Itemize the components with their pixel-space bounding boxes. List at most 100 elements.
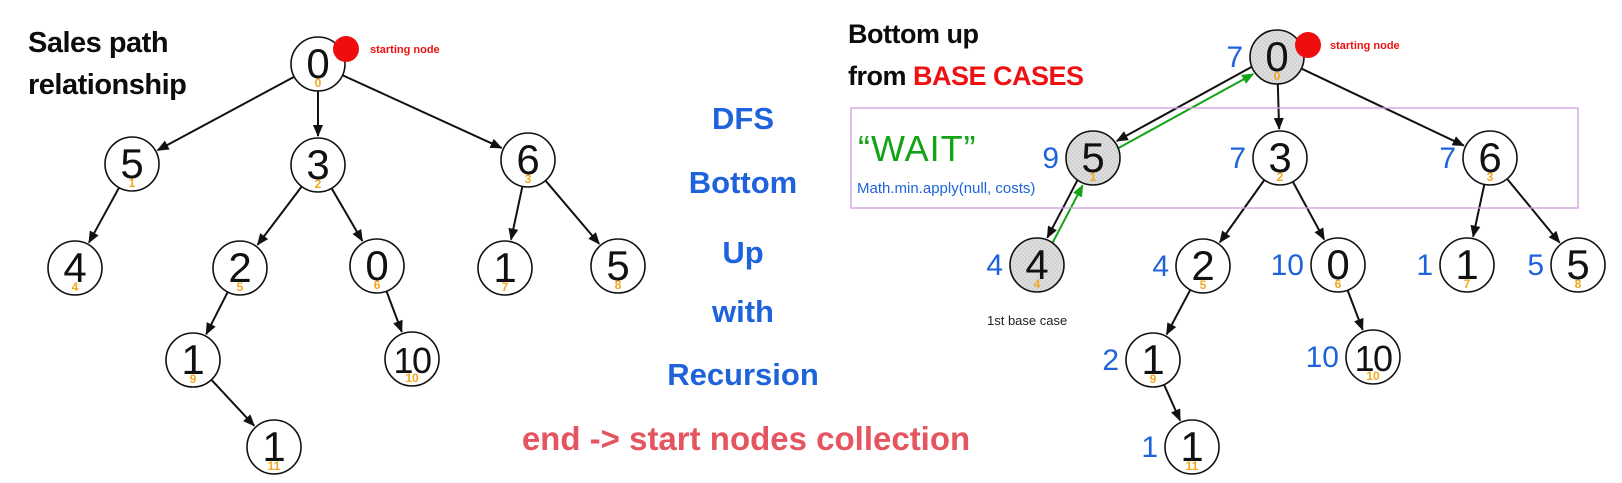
tree-edge (1346, 289, 1364, 331)
node-id: 0 (315, 76, 322, 90)
tree-edge (1046, 179, 1079, 239)
node-value: 1 (493, 244, 516, 291)
node-value: 10 (1354, 338, 1392, 379)
right-starting-node-dot-icon (1295, 32, 1321, 58)
tree-edge (210, 379, 255, 427)
node-id: 2 (1277, 170, 1284, 184)
center-line-with: with (711, 294, 774, 329)
tree-node-circle (290, 36, 346, 92)
node-value: 5 (120, 140, 143, 187)
node-id: 0 (1274, 69, 1281, 83)
node-id: 11 (268, 459, 281, 473)
node-value: 2 (1191, 242, 1214, 289)
tree-node-circle (500, 132, 556, 188)
tree-edge (330, 187, 364, 242)
green-back-edge (1117, 73, 1255, 149)
node-id: 11 (1186, 459, 1199, 473)
node-cost: 2 (1102, 344, 1119, 377)
node-cost: 4 (1152, 250, 1169, 283)
node-id: 9 (1150, 372, 1157, 386)
node-id: 8 (1575, 277, 1582, 291)
node-id: 8 (615, 278, 622, 292)
center-line-dfs: DFS (712, 101, 774, 136)
node-value: 1 (262, 423, 285, 470)
tree-node-circle (290, 137, 346, 193)
code-label: Math.min.apply(null, costs) (857, 180, 1035, 197)
node-value: 2 (228, 244, 251, 291)
node-cost: 10 (1271, 249, 1304, 282)
node-value: 0 (306, 40, 329, 87)
tree-edge (1300, 67, 1465, 147)
tree-node-circle (1164, 419, 1220, 475)
tree-edge (1470, 184, 1486, 238)
node-id: 3 (1487, 170, 1494, 184)
center-line-up: Up (722, 235, 763, 270)
right-title-line1: Bottom up (848, 19, 978, 49)
center-line-bottom: Bottom (689, 165, 797, 200)
node-cost: 9 (1042, 142, 1059, 175)
node-id: 10 (1366, 369, 1380, 383)
node-value: 5 (1081, 134, 1104, 181)
node-id: 4 (72, 280, 79, 294)
right-title-line2: from BASE CASES (848, 61, 1084, 91)
left-title-line2: relationship (28, 69, 186, 101)
node-value: 4 (1025, 241, 1048, 288)
node-value: 6 (516, 136, 539, 183)
tree-node-circle (104, 136, 160, 192)
tree-node-circle (212, 240, 268, 296)
tree-edge (544, 179, 600, 245)
node-id: 4 (1034, 277, 1041, 291)
node-id: 3 (525, 172, 532, 186)
node-id: 5 (1200, 278, 1207, 292)
node-value: 1 (1455, 241, 1478, 288)
node-value: 1 (1141, 336, 1164, 383)
node-value: 3 (1268, 134, 1291, 181)
tree-node-circle (590, 238, 646, 294)
tree-edge (1273, 83, 1284, 131)
tree-edge (1115, 66, 1253, 142)
node-value: 3 (306, 141, 329, 188)
green-back-edge (1051, 184, 1084, 244)
node-id: 6 (1335, 277, 1342, 291)
tree-edge (508, 186, 524, 241)
node-cost: 10 (1306, 341, 1339, 374)
tree-edge (1163, 384, 1182, 422)
right-starting-node-label: starting node (1330, 40, 1400, 52)
tree-node-circle (1345, 329, 1401, 385)
tree-node-circle (1462, 130, 1518, 186)
node-cost: 5 (1527, 249, 1544, 282)
tree-edge (156, 75, 295, 152)
tree-edge (88, 187, 120, 244)
tree-node-circle (1125, 332, 1181, 388)
right-title-from: from (848, 61, 913, 91)
node-value: 4 (63, 244, 86, 291)
node-cost: 4 (986, 249, 1003, 282)
tree-edge (385, 290, 403, 333)
node-value: 1 (181, 336, 204, 383)
tree-node-circle (1252, 130, 1308, 186)
tree-edge (1219, 179, 1266, 244)
node-value: 1 (1180, 423, 1203, 470)
tree-node-circle (384, 331, 440, 387)
tree-node-circle (349, 238, 405, 294)
node-value: 0 (365, 242, 388, 289)
tree-node-circle (1175, 238, 1231, 294)
node-value: 0 (1265, 33, 1288, 80)
left-title-line1: Sales path (28, 27, 168, 59)
tree-edge (1165, 289, 1192, 336)
node-id: 9 (190, 372, 197, 386)
tree-edge (1506, 178, 1561, 244)
tree-node-circle (1439, 237, 1495, 293)
node-cost: 7 (1229, 142, 1246, 175)
base-case-label: 1st base case (987, 313, 1067, 328)
tree-edge (205, 291, 229, 336)
tree-node-circle (477, 240, 533, 296)
node-id: 7 (502, 280, 509, 294)
tree-node-circle (165, 332, 221, 388)
right-title-highlight: BASE CASES (913, 61, 1084, 91)
node-id: 1 (1090, 170, 1097, 184)
